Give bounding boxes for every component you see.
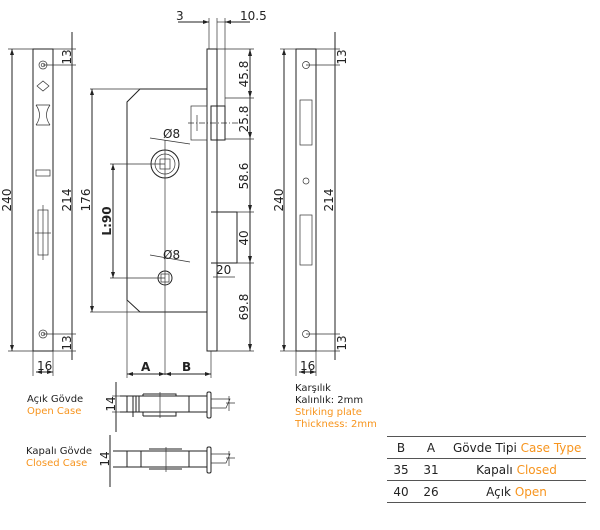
strike-tr-2-label: Kalınlık: 2mm xyxy=(295,395,364,406)
header-type-tr: Gövde Tipi xyxy=(453,440,517,455)
header-type-en: Case Type xyxy=(520,440,582,455)
header-case-type: Gövde Tipi Case Type xyxy=(447,436,586,459)
strike-plate-caption: Karşılık Kalınlık: 2mm Striking plate Th… xyxy=(295,383,377,431)
open-case-top-view: 14 xyxy=(104,382,235,432)
strike-width-label: 16 xyxy=(300,359,315,373)
dimension-10-5-label: 10.5 xyxy=(240,9,267,23)
open-case-caption: Açık Gövde Open Case xyxy=(27,394,83,418)
cell-case-type: Açık Open xyxy=(447,480,586,503)
table-row: 40 26 Açık Open xyxy=(387,480,586,503)
plate-width-label: 16 xyxy=(37,359,52,373)
closed-case-caption: Kapalı Gövde Closed Case xyxy=(26,446,92,470)
dim-45-8-label: 45.8 xyxy=(237,61,251,88)
cell-type-tr: Açık xyxy=(486,484,511,499)
dim-58-6-label: 58.6 xyxy=(237,163,251,190)
lock-body-side-view: 176 3 10.5 20 45.8 25.8 58.6 40 69.8 Ø8 … xyxy=(79,9,267,378)
strike-tr-1-label: Karşılık xyxy=(295,383,331,394)
strike-height-label: 240 xyxy=(272,189,286,212)
plate-height-label: 240 xyxy=(0,189,14,212)
strike-en-2-label: Thickness: 2mm xyxy=(295,419,377,430)
cell-type-tr: Kapalı xyxy=(476,462,513,477)
closed-case-en-label: Closed Case xyxy=(26,458,88,469)
header-b: B xyxy=(387,436,415,459)
dim-69-8-label: 69.8 xyxy=(237,294,251,321)
plate-edge-top-label: 13 xyxy=(60,49,74,64)
open-case-tr-label: Açık Gövde xyxy=(27,394,84,405)
cell-type-en: Open xyxy=(514,484,547,499)
closed-case-thickness-label: 14 xyxy=(98,451,112,466)
closed-case-top-view: 14 xyxy=(98,435,235,487)
cell-a: 31 xyxy=(415,458,447,481)
cell-b: 40 xyxy=(387,480,415,503)
dim-40-label: 40 xyxy=(237,230,251,245)
plate-hole-span-label: 214 xyxy=(60,189,74,212)
table-row: 35 31 Kapalı Closed xyxy=(387,458,586,481)
strike-edge-top-label: 13 xyxy=(335,49,349,64)
strike-hole-span-label: 214 xyxy=(322,189,336,212)
center-distance-label: L:90 xyxy=(100,206,114,235)
spindle-diameter-label: Ø8 xyxy=(163,248,180,262)
case-type-table: B A Gövde Tipi Case Type 35 31 Kapalı Cl… xyxy=(387,436,586,503)
header-a: A xyxy=(415,436,447,459)
cell-a: 26 xyxy=(415,480,447,503)
plate-edge-bottom-label: 13 xyxy=(60,335,74,350)
cell-type-en: Closed xyxy=(516,462,557,477)
body-height-label: 176 xyxy=(79,189,93,212)
open-case-thickness-label: 14 xyxy=(104,396,118,411)
strike-en-1-label: Striking plate xyxy=(295,407,362,418)
closed-case-tr-label: Kapalı Gövde xyxy=(26,446,93,457)
strike-edge-bottom-label: 13 xyxy=(335,335,349,350)
backset-b-label: B xyxy=(182,360,191,374)
faceplate-front-view: 240 214 13 13 16 xyxy=(0,32,76,376)
strike-plate-view: 240 214 13 13 16 xyxy=(272,32,349,376)
bolt-width-label: 20 xyxy=(216,263,231,277)
cylinder-diameter-label: Ø8 xyxy=(163,127,180,141)
cell-case-type: Kapalı Closed xyxy=(447,458,586,481)
dimension-3-label: 3 xyxy=(176,9,184,23)
backset-a-label: A xyxy=(141,360,151,374)
table-header-row: B A Gövde Tipi Case Type xyxy=(387,436,586,459)
open-case-en-label: Open Case xyxy=(27,406,82,417)
dim-25-8-label: 25.8 xyxy=(237,106,251,133)
cell-b: 35 xyxy=(387,458,415,481)
